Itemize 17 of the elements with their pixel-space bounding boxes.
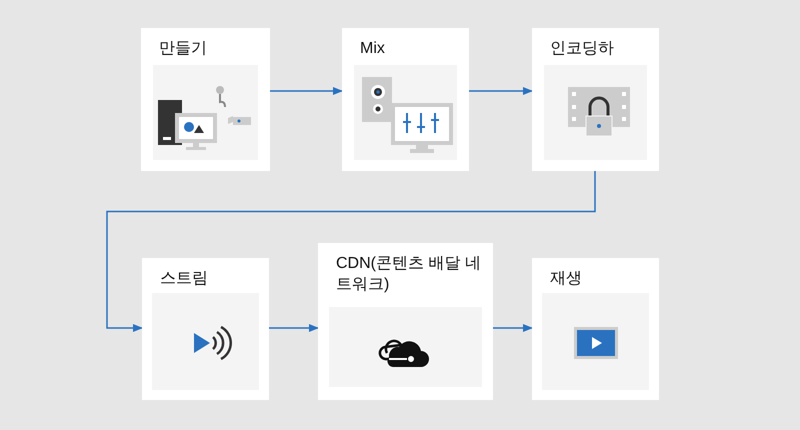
step-card bbox=[318, 243, 493, 400]
step-title: 재생 bbox=[550, 269, 583, 289]
step-card bbox=[532, 28, 659, 171]
arrow bbox=[469, 87, 533, 95]
step-title: 인코딩하 bbox=[550, 39, 615, 59]
step-card bbox=[342, 28, 469, 171]
step-card bbox=[142, 258, 269, 400]
arrow bbox=[106, 171, 596, 332]
step-title: 만들기 bbox=[159, 39, 208, 59]
step-title: 스트림 bbox=[160, 269, 209, 289]
arrow bbox=[269, 324, 319, 332]
arrow bbox=[493, 324, 533, 332]
step-title: Mix bbox=[360, 39, 386, 59]
arrow bbox=[270, 87, 343, 95]
step-card bbox=[141, 28, 270, 171]
step-card bbox=[532, 258, 659, 400]
step-title: CDN(콘텐츠 배달 네트워크) bbox=[336, 254, 481, 295]
